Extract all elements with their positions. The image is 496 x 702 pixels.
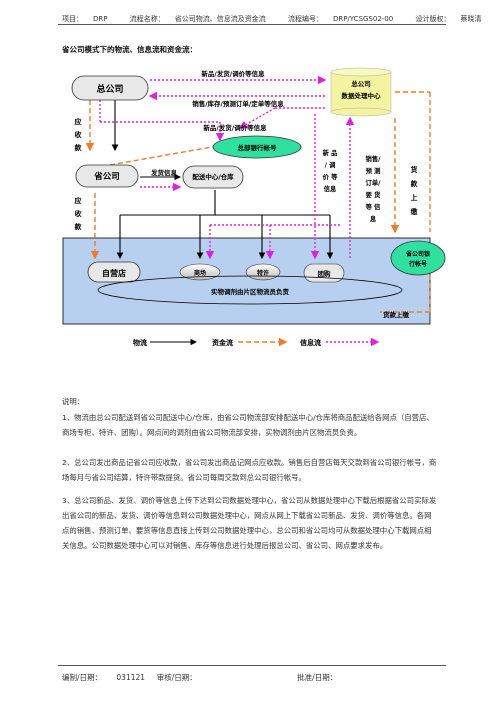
data-center-label-2: 数据处理中心 [342,91,382,100]
new-price-line-1: 新 品 [323,148,338,157]
hq-node: 总公司 [71,75,149,101]
process-name-label: 流程名称： [129,15,165,23]
legend-logistics-label: 物流 [133,338,147,347]
design-value: 蔡晓清 [460,15,482,23]
approved-label: 批准/日期： [297,673,338,682]
receivable-1-char-1: 应 [75,117,82,126]
paragraph-2: 2、总公司发出商品记省公司应收款，省公司发出商品记网点应收款。销售后自营店每天交… [62,458,437,482]
store-label: 自营店 [102,268,126,278]
sales-forecast-line-6: 息 [370,214,377,223]
process-name-value: 省公司物流、信息流及资金流 [174,15,266,23]
explanation-label: 说明： [62,397,85,406]
logistics-flows [111,100,334,260]
legend-info-label: 信息流 [300,338,321,347]
new-price-line-4: 信息 [324,184,337,193]
new-price-line-2: / 调 [325,160,336,169]
province-bank-label-2: 行帐号 [408,260,427,268]
data-center-label-1: 总公司 [351,79,371,88]
edge-label-ship-info: 发货信息 [150,168,178,177]
page-title: 省公司模式下的物流、信息流和资金流： [62,45,197,54]
prepared-label: 编制/日期： [62,673,103,682]
payment-char-3: 上 [411,193,418,202]
store-node: 自营店 [87,261,141,283]
region-note: 实物调剂由片区物流员负责 [211,287,290,296]
hq-bank-node: 总部银行帐号 [212,135,302,159]
sales-forecast-line-5: 等 信 [365,202,381,211]
sales-forecast-line-4: 要 货 [366,190,381,199]
payment-char-2: 款 [410,179,418,188]
franchise-node: 特许 [245,263,281,281]
sales-forecast-vertical-label: 销售/ 预 测 订单/ 要 货 等 信 息 [365,154,382,223]
process-no-label: 流程编号： [287,15,323,23]
distribution-label: 配送中心/仓库 [192,172,234,181]
new-price-line-3: 价 等 [323,172,338,181]
project-label: 项目： [62,15,83,23]
paragraph-3: 3、总公司新品、发货、调价等信息上传下达到公司数据处理中心，省公司从数据处理中心… [62,496,437,550]
legend: 物流 资金流 信息流 [133,337,380,347]
prepared-value: 031121 [116,673,146,682]
province-bank-label-1: 省公司银 [405,250,430,258]
sales-forecast-line-3: 订单/ [366,178,382,187]
receivable-label-1: 应 收 款 [75,117,83,152]
payment-char-1: 货 [410,165,418,174]
franchise-label: 特许 [257,269,269,277]
receivable-2-char-3: 款 [75,222,83,231]
footer-divider [58,665,446,666]
receivable-2-char-2: 收 [75,209,83,218]
payment-char-4: 缴 [411,207,418,216]
edge-label-new-goods-mid: 新品/发货/调价等信息 [203,123,267,132]
transfer-ellipse [97,275,403,305]
paragraph-1: 1、物流由总公司配送到省公司配送中心/仓库，由省公司物流部安排配送中心/仓库将商… [62,413,434,437]
reviewed-label: 审核/日期： [156,673,197,682]
receivable-1-char-3: 款 [75,143,83,152]
mall-label: 商场 [194,269,206,277]
design-label: 设计版权： [415,15,451,23]
edge-label-sales-stock: 销售/库存/预测订单/定单等信息 [192,99,284,108]
new-price-vertical-label: 新 品 / 调 价 等 信息 [323,148,338,193]
header-divider [58,24,446,25]
flow-diagram: 总公司 数据处理中心 [62,67,446,347]
province-node: 省公司 [75,164,139,188]
document-header: 项目： DRP 流程名称： 省公司物流、信息流及资金流 流程编号： DRP/YCSGS… [62,14,496,24]
receivable-1-char-2: 收 [75,130,83,139]
hq-label: 总公司 [96,83,123,95]
data-center-node: 总公司 数据处理中心 [330,67,392,117]
document-footer: 编制/日期： 031121 审核/日期： 批准/日期： [62,672,337,683]
group-label: 团购 [318,269,332,278]
sales-forecast-line-1: 销售/ [366,154,382,163]
receivable-2-char-1: 应 [75,196,82,205]
payment-vertical-label: 货 款 上 缴 [410,165,418,216]
process-no-value: DRP/YCSGS02-00 [332,15,394,23]
mall-node: 商场 [179,263,221,281]
funds-flows [85,91,431,313]
edge-label-payment-bottom: 货款上缴 [382,310,410,319]
province-bank-node: 省公司银 行帐号 [390,240,446,276]
distribution-node: 配送中心/仓库 [182,165,244,189]
project-value: DRP [93,15,108,23]
province-label: 省公司 [93,171,120,182]
edge-label-new-goods-top: 新品/发货/调价等信息 [201,69,265,78]
group-node: 团购 [303,263,345,283]
sales-forecast-line-2: 预 测 [366,166,381,175]
hq-bank-label: 总部银行帐号 [238,143,278,152]
legend-funds-label: 资金流 [212,338,233,347]
information-flows [99,75,355,260]
receivable-label-2: 应 收 款 [75,196,83,231]
